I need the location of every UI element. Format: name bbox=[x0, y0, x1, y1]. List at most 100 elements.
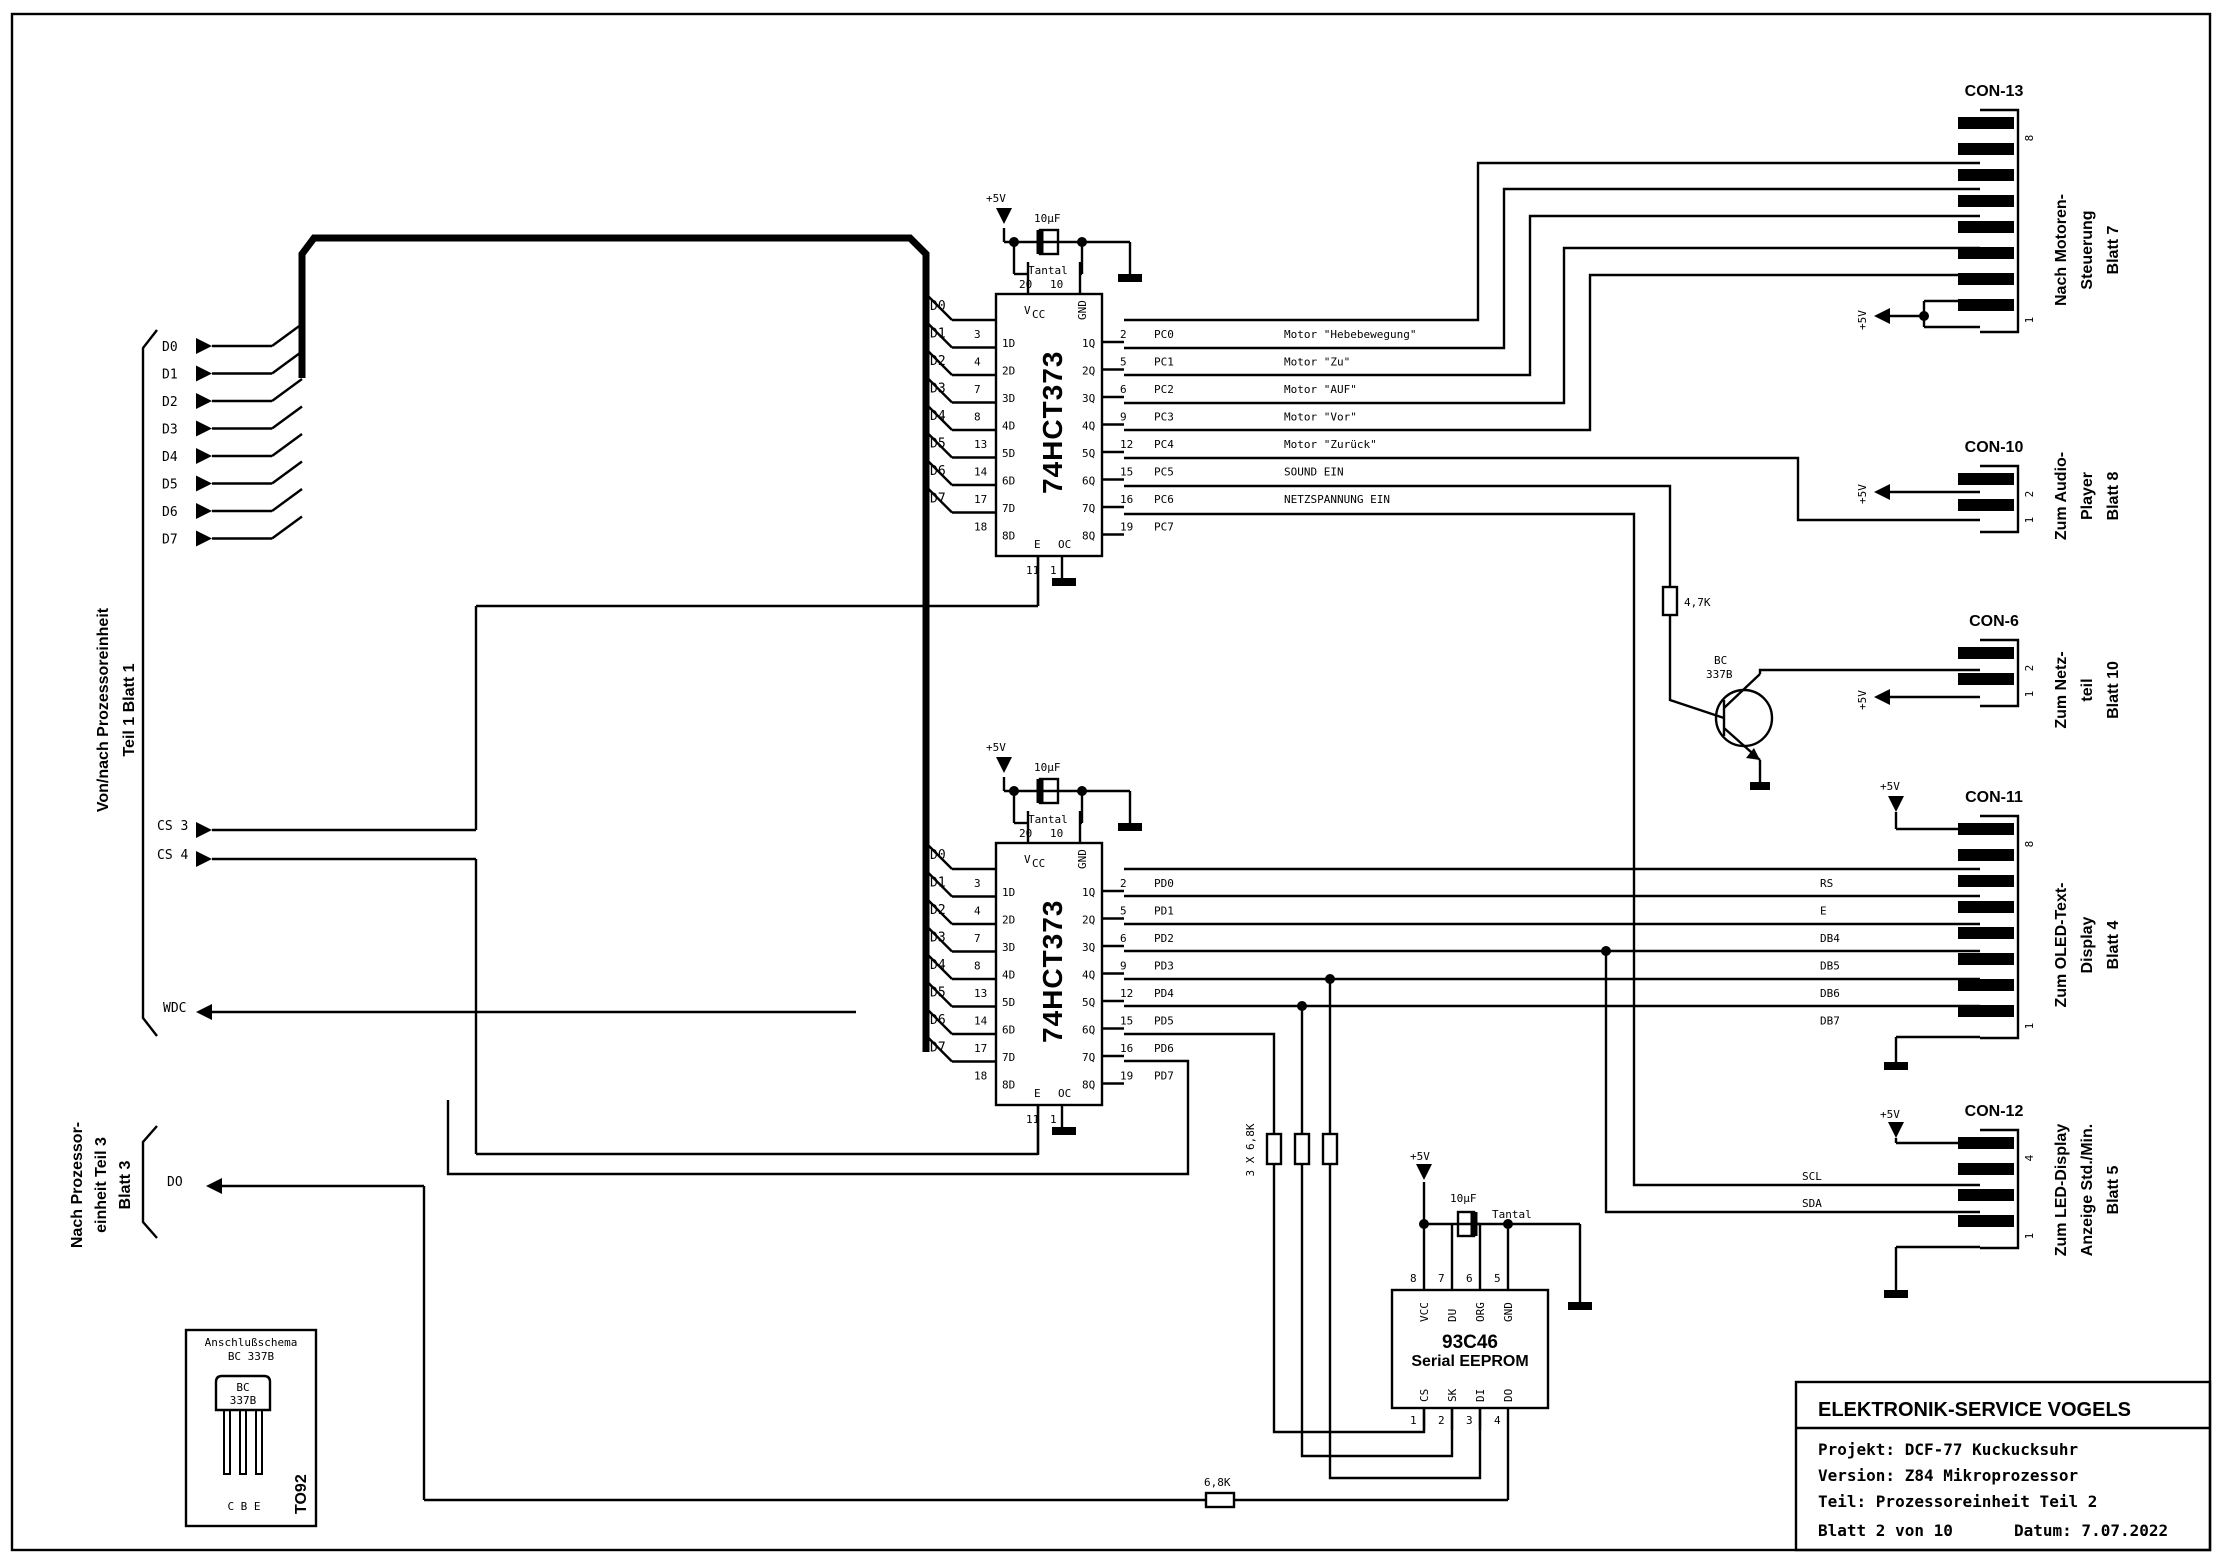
svg-text:6: 6 bbox=[1120, 932, 1127, 945]
svg-text:3: 3 bbox=[974, 328, 981, 341]
bus-entry-d6: D6 bbox=[925, 458, 996, 487]
svg-text:9: 9 bbox=[1120, 960, 1127, 973]
svg-text:PD6: PD6 bbox=[1154, 1042, 1174, 1055]
svg-text:13: 13 bbox=[974, 438, 987, 451]
svg-text:D7: D7 bbox=[930, 492, 946, 507]
svg-text:17: 17 bbox=[974, 1042, 987, 1055]
svg-text:D0: D0 bbox=[930, 299, 946, 314]
svg-text:8: 8 bbox=[1410, 1272, 1417, 1285]
svg-text:2D: 2D bbox=[1002, 365, 1015, 378]
svg-text:SDA: SDA bbox=[1802, 1197, 1822, 1210]
ic2-outputs bbox=[446, 867, 1980, 1214]
svg-text:Tantal: Tantal bbox=[1028, 813, 1068, 826]
svg-text:BC 337B: BC 337B bbox=[228, 1350, 275, 1363]
svg-text:Motor "Zu": Motor "Zu" bbox=[1284, 356, 1350, 369]
cs3-port: CS 3 bbox=[157, 556, 1040, 838]
company-name: ELEKTRONIK-SERVICE VOGELS bbox=[1818, 1399, 2131, 1421]
svg-text:5: 5 bbox=[1120, 905, 1127, 918]
svg-text:PC0: PC0 bbox=[1154, 328, 1174, 341]
svg-text:+5V: +5V bbox=[1856, 484, 1869, 504]
svg-text:D6: D6 bbox=[162, 505, 178, 520]
bus-entry-d6: D6 bbox=[925, 1007, 996, 1036]
svg-text:1: 1 bbox=[2023, 317, 2036, 324]
svg-text:Zum LED-Display: Zum LED-Display bbox=[2053, 1124, 2070, 1257]
svg-text:2: 2 bbox=[2023, 665, 2036, 672]
svg-text:NETZSPANNUNG EIN: NETZSPANNUNG EIN bbox=[1284, 493, 1390, 506]
bus-entry-d2: D2 bbox=[925, 897, 996, 926]
svg-text:D6: D6 bbox=[930, 1013, 946, 1028]
svg-text:PC6: PC6 bbox=[1154, 493, 1174, 506]
svg-text:16: 16 bbox=[1120, 1042, 1133, 1055]
svg-text:337B: 337B bbox=[1706, 668, 1733, 681]
left-port2-subtitle: einheit Teil 3 bbox=[93, 1137, 110, 1233]
svg-text:CON-11: CON-11 bbox=[1965, 789, 2023, 806]
bus-entry-d3: D3 bbox=[925, 924, 996, 953]
svg-text:3Q: 3Q bbox=[1082, 941, 1095, 954]
svg-text:8: 8 bbox=[2023, 135, 2036, 142]
svg-text:4D: 4D bbox=[1002, 969, 1015, 982]
svg-text:+5V: +5V bbox=[1856, 690, 1869, 710]
svg-text:+5V: +5V bbox=[1880, 1108, 1900, 1121]
svg-text:13: 13 bbox=[974, 987, 987, 1000]
wdc-port: WDC bbox=[163, 1001, 856, 1020]
svg-text:4D: 4D bbox=[1002, 420, 1015, 433]
svg-text:D0: D0 bbox=[162, 340, 178, 355]
svg-text:93C46: 93C46 bbox=[1442, 1332, 1498, 1353]
svg-text:1D: 1D bbox=[1002, 886, 1015, 899]
svg-text:D1: D1 bbox=[162, 368, 178, 383]
version: Version: Z84 Mikroprozessor bbox=[1818, 1466, 2078, 1485]
port-d3: D3 bbox=[162, 405, 303, 438]
svg-text:BC: BC bbox=[236, 1381, 249, 1394]
svg-text:D1: D1 bbox=[930, 327, 946, 342]
resistor-pack: 3 X 6,8K bbox=[1244, 1123, 1482, 1480]
svg-text:D2: D2 bbox=[162, 395, 178, 410]
svg-text:TO92: TO92 bbox=[293, 1474, 310, 1514]
svg-text:ORG: ORG bbox=[1474, 1302, 1487, 1322]
svg-text:6: 6 bbox=[1120, 383, 1127, 396]
svg-text:18: 18 bbox=[974, 521, 987, 534]
svg-text:16: 16 bbox=[1120, 493, 1133, 506]
svg-text:74HCT373: 74HCT373 bbox=[1037, 351, 1068, 494]
svg-text:5: 5 bbox=[1494, 1272, 1501, 1285]
svg-text:D7: D7 bbox=[162, 533, 178, 548]
svg-text:V: V bbox=[1024, 853, 1031, 866]
svg-text:PC4: PC4 bbox=[1154, 438, 1174, 451]
svg-text:RS: RS bbox=[1820, 877, 1833, 890]
svg-text:5D: 5D bbox=[1002, 996, 1015, 1009]
svg-text:Anzeige Std./Min.: Anzeige Std./Min. bbox=[2079, 1124, 2096, 1256]
svg-text:BC: BC bbox=[1714, 654, 1727, 667]
svg-text:337B: 337B bbox=[230, 1394, 257, 1407]
svg-text:4: 4 bbox=[974, 356, 981, 369]
svg-text:Motor "Zurück": Motor "Zurück" bbox=[1284, 438, 1377, 451]
port-d7: D7 bbox=[162, 515, 303, 548]
svg-text:10: 10 bbox=[1050, 827, 1063, 840]
svg-text:Zum Netz-: Zum Netz- bbox=[2053, 651, 2070, 728]
bus-entry-d5: D5 bbox=[925, 979, 996, 1008]
svg-text:5: 5 bbox=[1120, 356, 1127, 369]
svg-text:CC: CC bbox=[1032, 308, 1045, 321]
svg-text:10µF: 10µF bbox=[1450, 1192, 1477, 1205]
svg-text:1: 1 bbox=[2023, 691, 2036, 698]
svg-text:10µF: 10µF bbox=[1034, 212, 1061, 225]
svg-text:CON-6: CON-6 bbox=[1969, 613, 2019, 630]
port-d0: D0 bbox=[162, 323, 303, 355]
svg-text:15: 15 bbox=[1120, 466, 1133, 479]
svg-text:D4: D4 bbox=[930, 958, 946, 973]
svg-text:3Q: 3Q bbox=[1082, 392, 1095, 405]
svg-text:12: 12 bbox=[1120, 987, 1133, 1000]
svg-text:D2: D2 bbox=[930, 354, 946, 369]
svg-text:PD5: PD5 bbox=[1154, 1015, 1174, 1028]
left-port-title: Von/nach Prozessoreinheit bbox=[95, 607, 112, 812]
svg-text:6Q: 6Q bbox=[1082, 1024, 1095, 1037]
svg-text:7D: 7D bbox=[1002, 502, 1015, 515]
bus-entry-d0: D0 bbox=[925, 293, 996, 322]
svg-text:2: 2 bbox=[1120, 877, 1127, 890]
svg-text:1Q: 1Q bbox=[1082, 886, 1095, 899]
svg-text:GND: GND bbox=[1076, 300, 1089, 320]
